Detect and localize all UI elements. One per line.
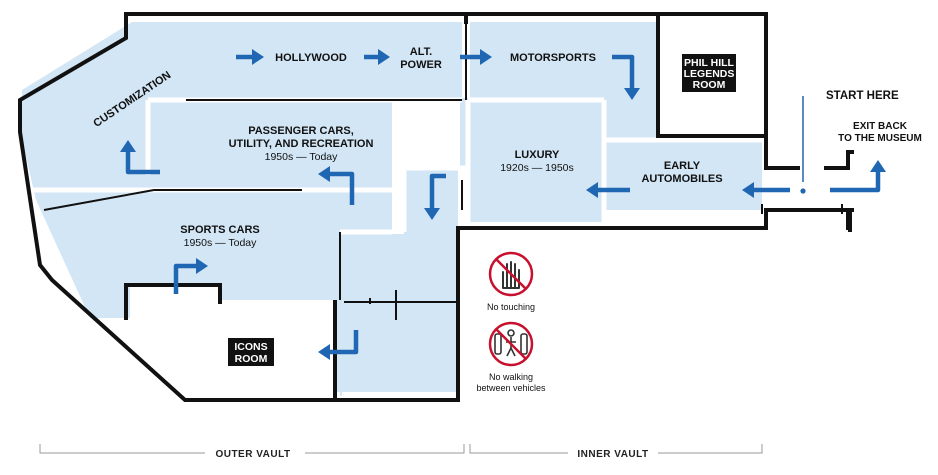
start-here-label: START HERE	[826, 90, 899, 102]
room-era-luxury: 1920s — 1950s	[500, 162, 574, 174]
direction-arrow-icon	[318, 166, 355, 205]
exit-label-line2: TO THE MUSEUM	[838, 133, 922, 144]
direction-arrow-icon	[742, 182, 790, 198]
start-marker-icon	[800, 188, 806, 194]
room-label-luxury: LUXURY	[515, 149, 560, 161]
room-label-icons-line1: ICONS	[234, 341, 267, 353]
direction-arrow-icon	[460, 49, 492, 65]
room-label-icons-line2: ROOM	[235, 353, 268, 365]
no-walking-icon	[488, 321, 534, 367]
direction-arrow-icon	[424, 173, 446, 220]
room-label-phil-hill-line2: LEGENDS	[684, 68, 735, 80]
vault-brackets: OUTER VAULT INNER VAULT	[39, 444, 763, 460]
direction-arrows	[120, 49, 886, 360]
walls	[18, 12, 854, 402]
room-label-early-line1: EARLY	[664, 160, 701, 172]
direction-arrow-icon	[120, 140, 160, 175]
direction-arrow-icon	[830, 160, 886, 193]
direction-arrow-icon	[318, 330, 359, 360]
room-label-passenger-line2: UTILITY, AND RECREATION	[229, 138, 374, 150]
no-touching-icon	[488, 251, 534, 297]
direction-arrow-icon	[173, 258, 208, 294]
phil-hill-room: PHIL HILL LEGENDS ROOM	[682, 54, 736, 92]
direction-arrow-icon	[236, 49, 264, 65]
inner-vault-label: INNER VAULT	[577, 449, 648, 460]
room-label-motorsports: MOTORSPORTS	[510, 52, 596, 64]
room-fills	[22, 22, 762, 396]
room-era-sports-cars: 1950s — Today	[184, 237, 258, 249]
rule-no-walking-line2: between vehicles	[476, 383, 546, 393]
exit-label-line1: EXIT BACK	[853, 121, 908, 132]
icons-room: ICONS ROOM	[228, 338, 274, 366]
direction-arrow-icon	[364, 49, 390, 65]
room-label-early-line2: AUTOMOBILES	[641, 173, 722, 185]
room-label-passenger-line1: PASSENGER CARS,	[248, 125, 354, 137]
start-marker: START HERE	[800, 90, 899, 194]
outer-vault-label: OUTER VAULT	[215, 449, 290, 460]
rule-no-touching-text: No touching	[487, 302, 535, 312]
exit-marker: EXIT BACK TO THE MUSEUM	[838, 121, 922, 144]
rule-no-walking-line1: No walking	[489, 372, 533, 382]
room-era-passenger: 1950s — Today	[265, 151, 339, 163]
direction-arrow-icon	[586, 182, 630, 198]
room-label-hollywood: HOLLYWOOD	[275, 52, 347, 64]
room-label-phil-hill-line1: PHIL HILL	[684, 57, 735, 69]
room-label-alt-power-line1: ALT.	[410, 46, 432, 58]
room-label-phil-hill-line3: ROOM	[693, 79, 726, 91]
direction-arrow-icon	[612, 54, 640, 100]
room-label-alt-power-line2: POWER	[400, 59, 442, 71]
room-label-sports-cars: SPORTS CARS	[180, 224, 259, 236]
